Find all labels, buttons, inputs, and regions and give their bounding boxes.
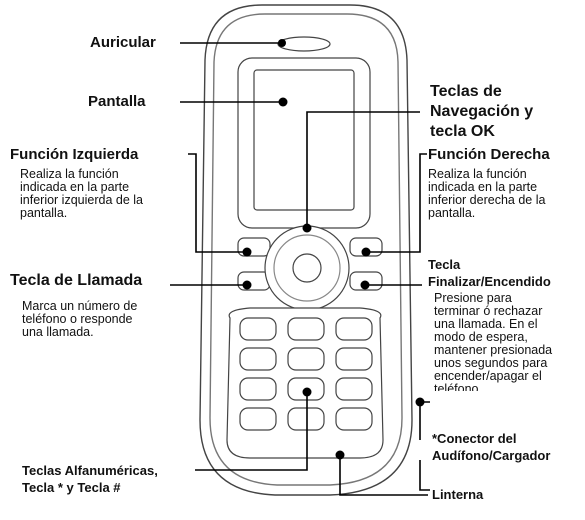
left-function-desc: Realiza la función indicada en la parte … bbox=[20, 168, 143, 220]
nav-keys-line-1: Teclas de bbox=[430, 83, 502, 100]
call-key-desc-1: Marca un número de bbox=[22, 299, 138, 313]
end-key-desc: Presione para terminar ó rechazar una ll… bbox=[434, 291, 553, 392]
leader-end bbox=[360, 280, 422, 290]
end-key-desc-2: terminar ó rechazar bbox=[434, 304, 543, 318]
call-key-desc-3: una llamada. bbox=[22, 325, 94, 339]
right-function-desc-4: pantalla. bbox=[428, 206, 476, 220]
leader-screen bbox=[180, 97, 288, 107]
end-key-label-2: Finalizar/Encendido bbox=[428, 274, 551, 289]
alnum-keys-label-2: Tecla * y Tecla # bbox=[22, 480, 121, 495]
right-function-desc-2: indicada en la parte bbox=[428, 180, 538, 194]
call-key-desc: Marca un número de teléfono o responde u… bbox=[22, 300, 137, 339]
call-key-desc-2: teléfono o responde bbox=[22, 312, 133, 326]
end-key-desc-8: teléfono. bbox=[434, 383, 482, 391]
end-key-desc-6: unos segundos para bbox=[434, 356, 548, 370]
screen-graphic bbox=[253, 69, 355, 211]
left-function-desc-4: pantalla. bbox=[20, 206, 68, 220]
right-function-label: Función Derecha bbox=[428, 146, 550, 163]
alnum-keys-label-1: Teclas Alfanuméricas, bbox=[22, 463, 158, 478]
earpiece-label: Auricular bbox=[90, 34, 156, 51]
flashlight-label: Linterna bbox=[432, 487, 484, 502]
leader-earpiece bbox=[180, 39, 286, 47]
end-key-desc-3: una llamada. En el bbox=[434, 317, 538, 331]
leader-alnum bbox=[195, 387, 312, 471]
earpiece-graphic bbox=[277, 36, 331, 52]
nav-keys-label: Teclas de Navegación y tecla OK bbox=[430, 82, 533, 142]
end-key-label: Tecla Finalizar/Encendido bbox=[428, 256, 551, 290]
left-function-desc-2: indicada en la parte bbox=[20, 180, 130, 194]
nav-keys-line-3: tecla OK bbox=[430, 123, 495, 140]
alnum-keys-label: Teclas Alfanuméricas, Tecla * y Tecla # bbox=[22, 462, 158, 496]
left-function-desc-1: Realiza la función bbox=[20, 167, 119, 181]
left-function-label: Función Izquierda bbox=[10, 146, 139, 163]
leader-call bbox=[170, 280, 252, 290]
screen-label: Pantalla bbox=[88, 93, 146, 110]
call-key-label: Tecla de Llamada bbox=[10, 272, 143, 289]
connector-label: *Conector del Audífono/Cargador bbox=[432, 430, 550, 464]
end-key-desc-1: Presione para bbox=[434, 291, 512, 305]
connector-label-1: *Conector del bbox=[432, 431, 517, 446]
leader-flashlight bbox=[335, 450, 428, 496]
left-function-desc-3: inferior izquierda de la bbox=[20, 193, 143, 207]
leader-left-function bbox=[188, 153, 252, 257]
end-key-label-1: Tecla bbox=[428, 257, 461, 272]
right-function-desc-3: inferior derecha de la bbox=[428, 193, 546, 207]
end-key-desc-4: modo de espera, bbox=[434, 330, 528, 344]
right-function-desc: Realiza la función indicada en la parte … bbox=[428, 168, 545, 220]
leader-nav bbox=[302, 111, 420, 233]
end-key-desc-7: encender/apagar el bbox=[434, 369, 542, 383]
end-key-desc-5: mantener presionada bbox=[434, 343, 553, 357]
leader-right-function bbox=[361, 153, 427, 257]
keypad-keys bbox=[239, 317, 373, 431]
ok-key-graphic bbox=[292, 253, 322, 283]
right-function-desc-1: Realiza la función bbox=[428, 167, 527, 181]
leader-connector bbox=[415, 397, 430, 491]
connector-label-2: Audífono/Cargador bbox=[432, 448, 551, 463]
nav-keys-line-2: Navegación y bbox=[430, 103, 534, 120]
